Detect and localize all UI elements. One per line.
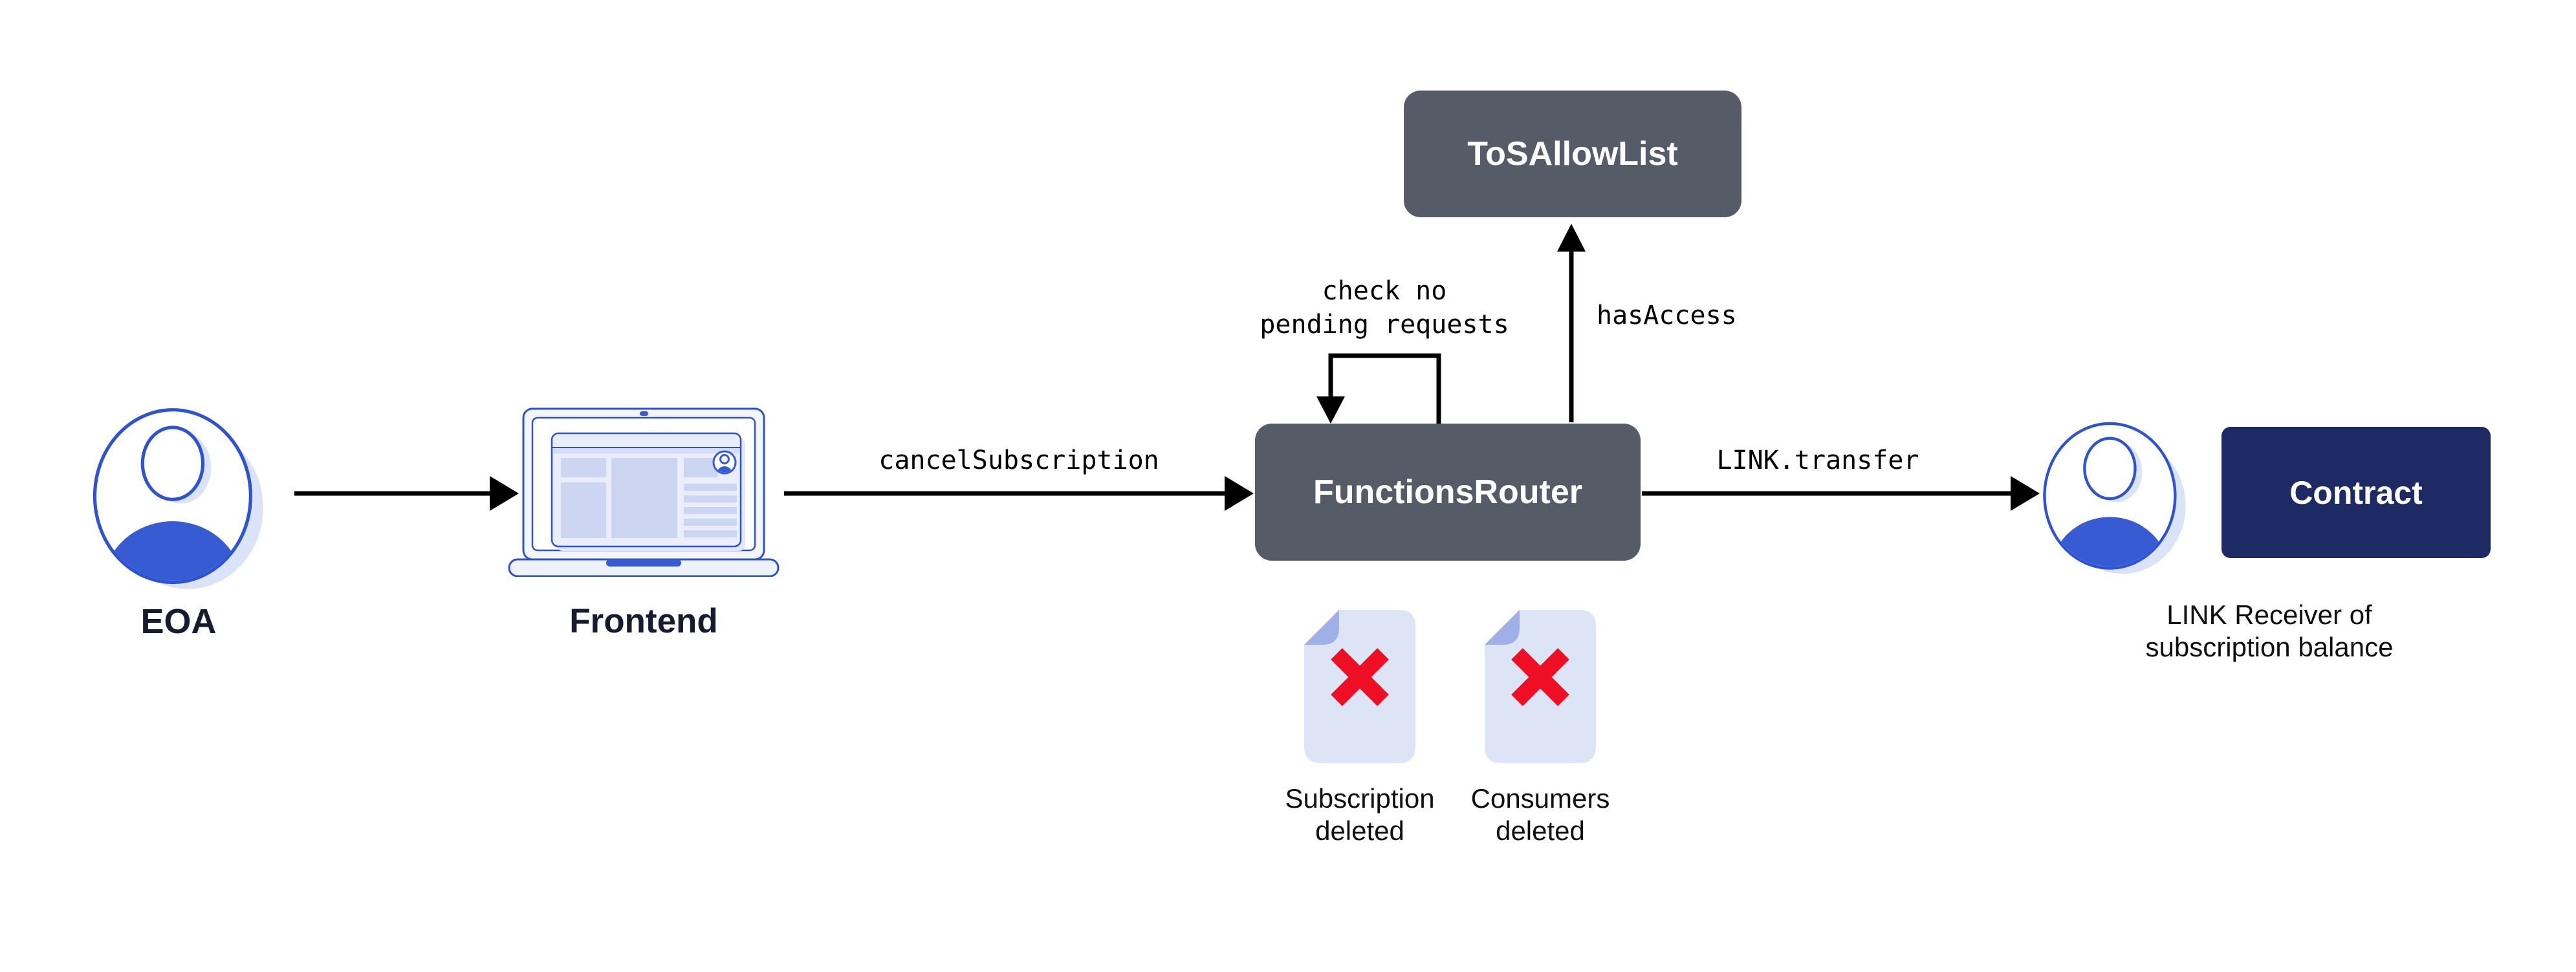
red-x-icon [1511, 648, 1569, 706]
link-receiver-caption: LINK Receiver of subscription balance [2145, 599, 2394, 662]
contract-label: Contract [2289, 474, 2423, 511]
red-x-icon [1331, 648, 1389, 706]
arrowhead [1557, 224, 1586, 252]
node-tos-allow-list: ToSAllowList [1404, 91, 1741, 217]
subscription-deleted-document-icon [1304, 610, 1415, 763]
webcam-dot-icon [640, 411, 648, 416]
arrowhead [1225, 476, 1254, 511]
arrowhead [2011, 476, 2040, 511]
edge-label-check-pending: check no pending requests [1260, 276, 1509, 340]
functions-router-label: FunctionsRouter [1313, 473, 1582, 511]
frontend-laptop-icon [508, 407, 780, 577]
link-receiver-person-avatar-icon [2043, 422, 2186, 574]
browser-user-avatar-icon [712, 450, 737, 475]
node-contract: Contract [2221, 427, 2491, 558]
edge-label-has-access: hasAccess [1597, 301, 1737, 330]
consumers-deleted-document-icon [1485, 610, 1596, 763]
eoa-label: EOA [140, 602, 217, 641]
arrowhead [490, 476, 519, 511]
edge-label-cancel-subscription: cancelSubscription [879, 446, 1159, 475]
arrow-check-pending-loop [1328, 353, 1441, 425]
consumers-deleted-caption: Consumers deleted [1470, 783, 1610, 846]
frontend-label: Frontend [569, 602, 718, 640]
subscription-deleted-caption: Subscription deleted [1285, 783, 1435, 846]
eoa-person-avatar-icon [93, 408, 263, 589]
browser-content-blocks [561, 458, 737, 538]
arrowhead [1316, 396, 1345, 424]
node-functions-router: FunctionsRouter [1255, 424, 1641, 561]
edge-label-link-transfer: LINK.transfer [1716, 446, 1919, 475]
tos-allow-list-label: ToSAllowList [1467, 135, 1678, 173]
